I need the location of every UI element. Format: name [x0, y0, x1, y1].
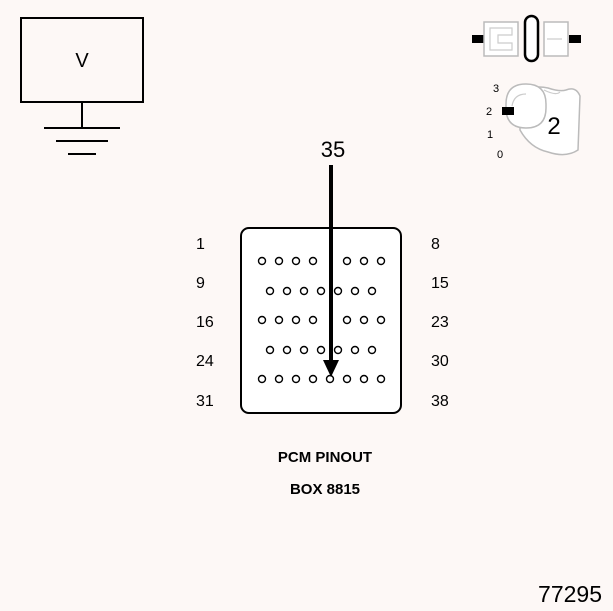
pin-hole: [359, 256, 369, 266]
pcm-connector-face: [240, 227, 402, 414]
pin-hole: [274, 256, 284, 266]
pin-hole: [291, 256, 301, 266]
pin-hole: [333, 286, 343, 296]
pin-label-left: 1: [196, 236, 205, 253]
pin-label-right: 23: [431, 314, 449, 331]
pin-hole: [308, 256, 318, 266]
pin-label-right: 15: [431, 275, 449, 292]
pin-hole: [257, 315, 267, 325]
pin-hole: [342, 315, 352, 325]
pin-hole: [376, 256, 386, 266]
pin-hole: [265, 345, 275, 355]
pin-hole: [291, 374, 301, 384]
ignition-selected-position: 2: [547, 113, 561, 140]
pin-hole: [274, 374, 284, 384]
ignition-position-label: 0: [496, 149, 504, 161]
pin-label-left: 9: [196, 275, 205, 292]
pin-hole: [325, 374, 335, 384]
pointer-pin-number: 35: [320, 137, 346, 162]
pin-hole: [291, 315, 301, 325]
pin-hole: [308, 315, 318, 325]
pin-hole: [342, 256, 352, 266]
pin-hole: [359, 315, 369, 325]
pin-hole: [342, 374, 352, 384]
voltmeter: V: [20, 17, 144, 103]
pin-hole: [376, 315, 386, 325]
pointer-arrow: [323, 165, 339, 377]
connector-disconnect-icon: [472, 14, 581, 63]
caption-title: PCM PINOUT: [277, 449, 373, 466]
ignition-position-label: 1: [486, 129, 494, 141]
pin-hole: [350, 345, 360, 355]
pin-label-right: 38: [431, 393, 449, 410]
pin-hole: [359, 374, 369, 384]
pin-hole: [376, 374, 386, 384]
pin-hole: [274, 315, 284, 325]
pin-holes: [257, 256, 386, 384]
pin-hole: [265, 286, 275, 296]
pin-hole: [367, 345, 377, 355]
ground-symbol: [44, 103, 120, 155]
pin-label-left: 31: [196, 393, 214, 410]
pin-label-right: 8: [431, 236, 440, 253]
pin-hole: [333, 345, 343, 355]
figure-number: 77295: [538, 581, 602, 607]
pin-hole: [350, 286, 360, 296]
ignition-key-icon: [502, 83, 581, 156]
pin-label-left: 24: [196, 353, 214, 370]
pin-label-left: 16: [196, 314, 214, 331]
pin-hole: [299, 286, 309, 296]
ignition-position-label: 3: [492, 83, 500, 95]
ignition-position-label: 2: [485, 106, 493, 118]
pin-hole: [282, 345, 292, 355]
pin-hole: [316, 286, 326, 296]
pin-hole: [299, 345, 309, 355]
pin-hole: [257, 374, 267, 384]
voltmeter-symbol: V: [75, 50, 89, 72]
pin-hole: [308, 374, 318, 384]
pin-hole: [316, 345, 326, 355]
pin-label-right: 30: [431, 353, 449, 370]
caption-subtitle: BOX 8815: [289, 481, 361, 498]
pin-hole: [367, 286, 377, 296]
pin-hole: [282, 286, 292, 296]
pin-hole: [257, 256, 267, 266]
